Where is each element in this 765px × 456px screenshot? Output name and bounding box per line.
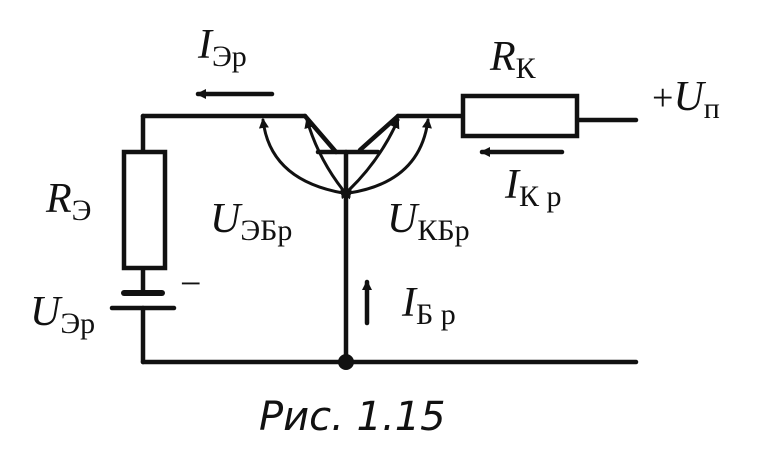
label-i-collector: IК р [504,162,562,213]
resistor-re [121,149,168,271]
voltage-arc-kb-outer [340,118,432,200]
transistor-emitter-lead [302,113,339,155]
label-u-emitter-source: UЭр [30,289,95,340]
label-u-kb: UКБр [387,196,470,247]
battery-symbol [109,290,177,311]
label-u-supply: +Uп [652,74,720,125]
junction-dot [338,354,354,370]
label-i-base: IБ р [401,280,456,331]
label-i-emitter: IЭр [197,22,247,73]
voltage-arc-eb-inner [304,118,345,192]
resistor-rk [460,93,580,139]
voltage-arc-eb-outer [258,118,352,200]
label-u-eb: UЭБр [210,196,292,247]
voltage-arc-kb-inner [347,118,400,192]
figure-caption: Рис. 1.15 [259,394,446,440]
label-r-emitter: RЭ [45,176,91,227]
label-r-collector: RК [489,34,537,85]
minus-sign: − [180,263,201,305]
